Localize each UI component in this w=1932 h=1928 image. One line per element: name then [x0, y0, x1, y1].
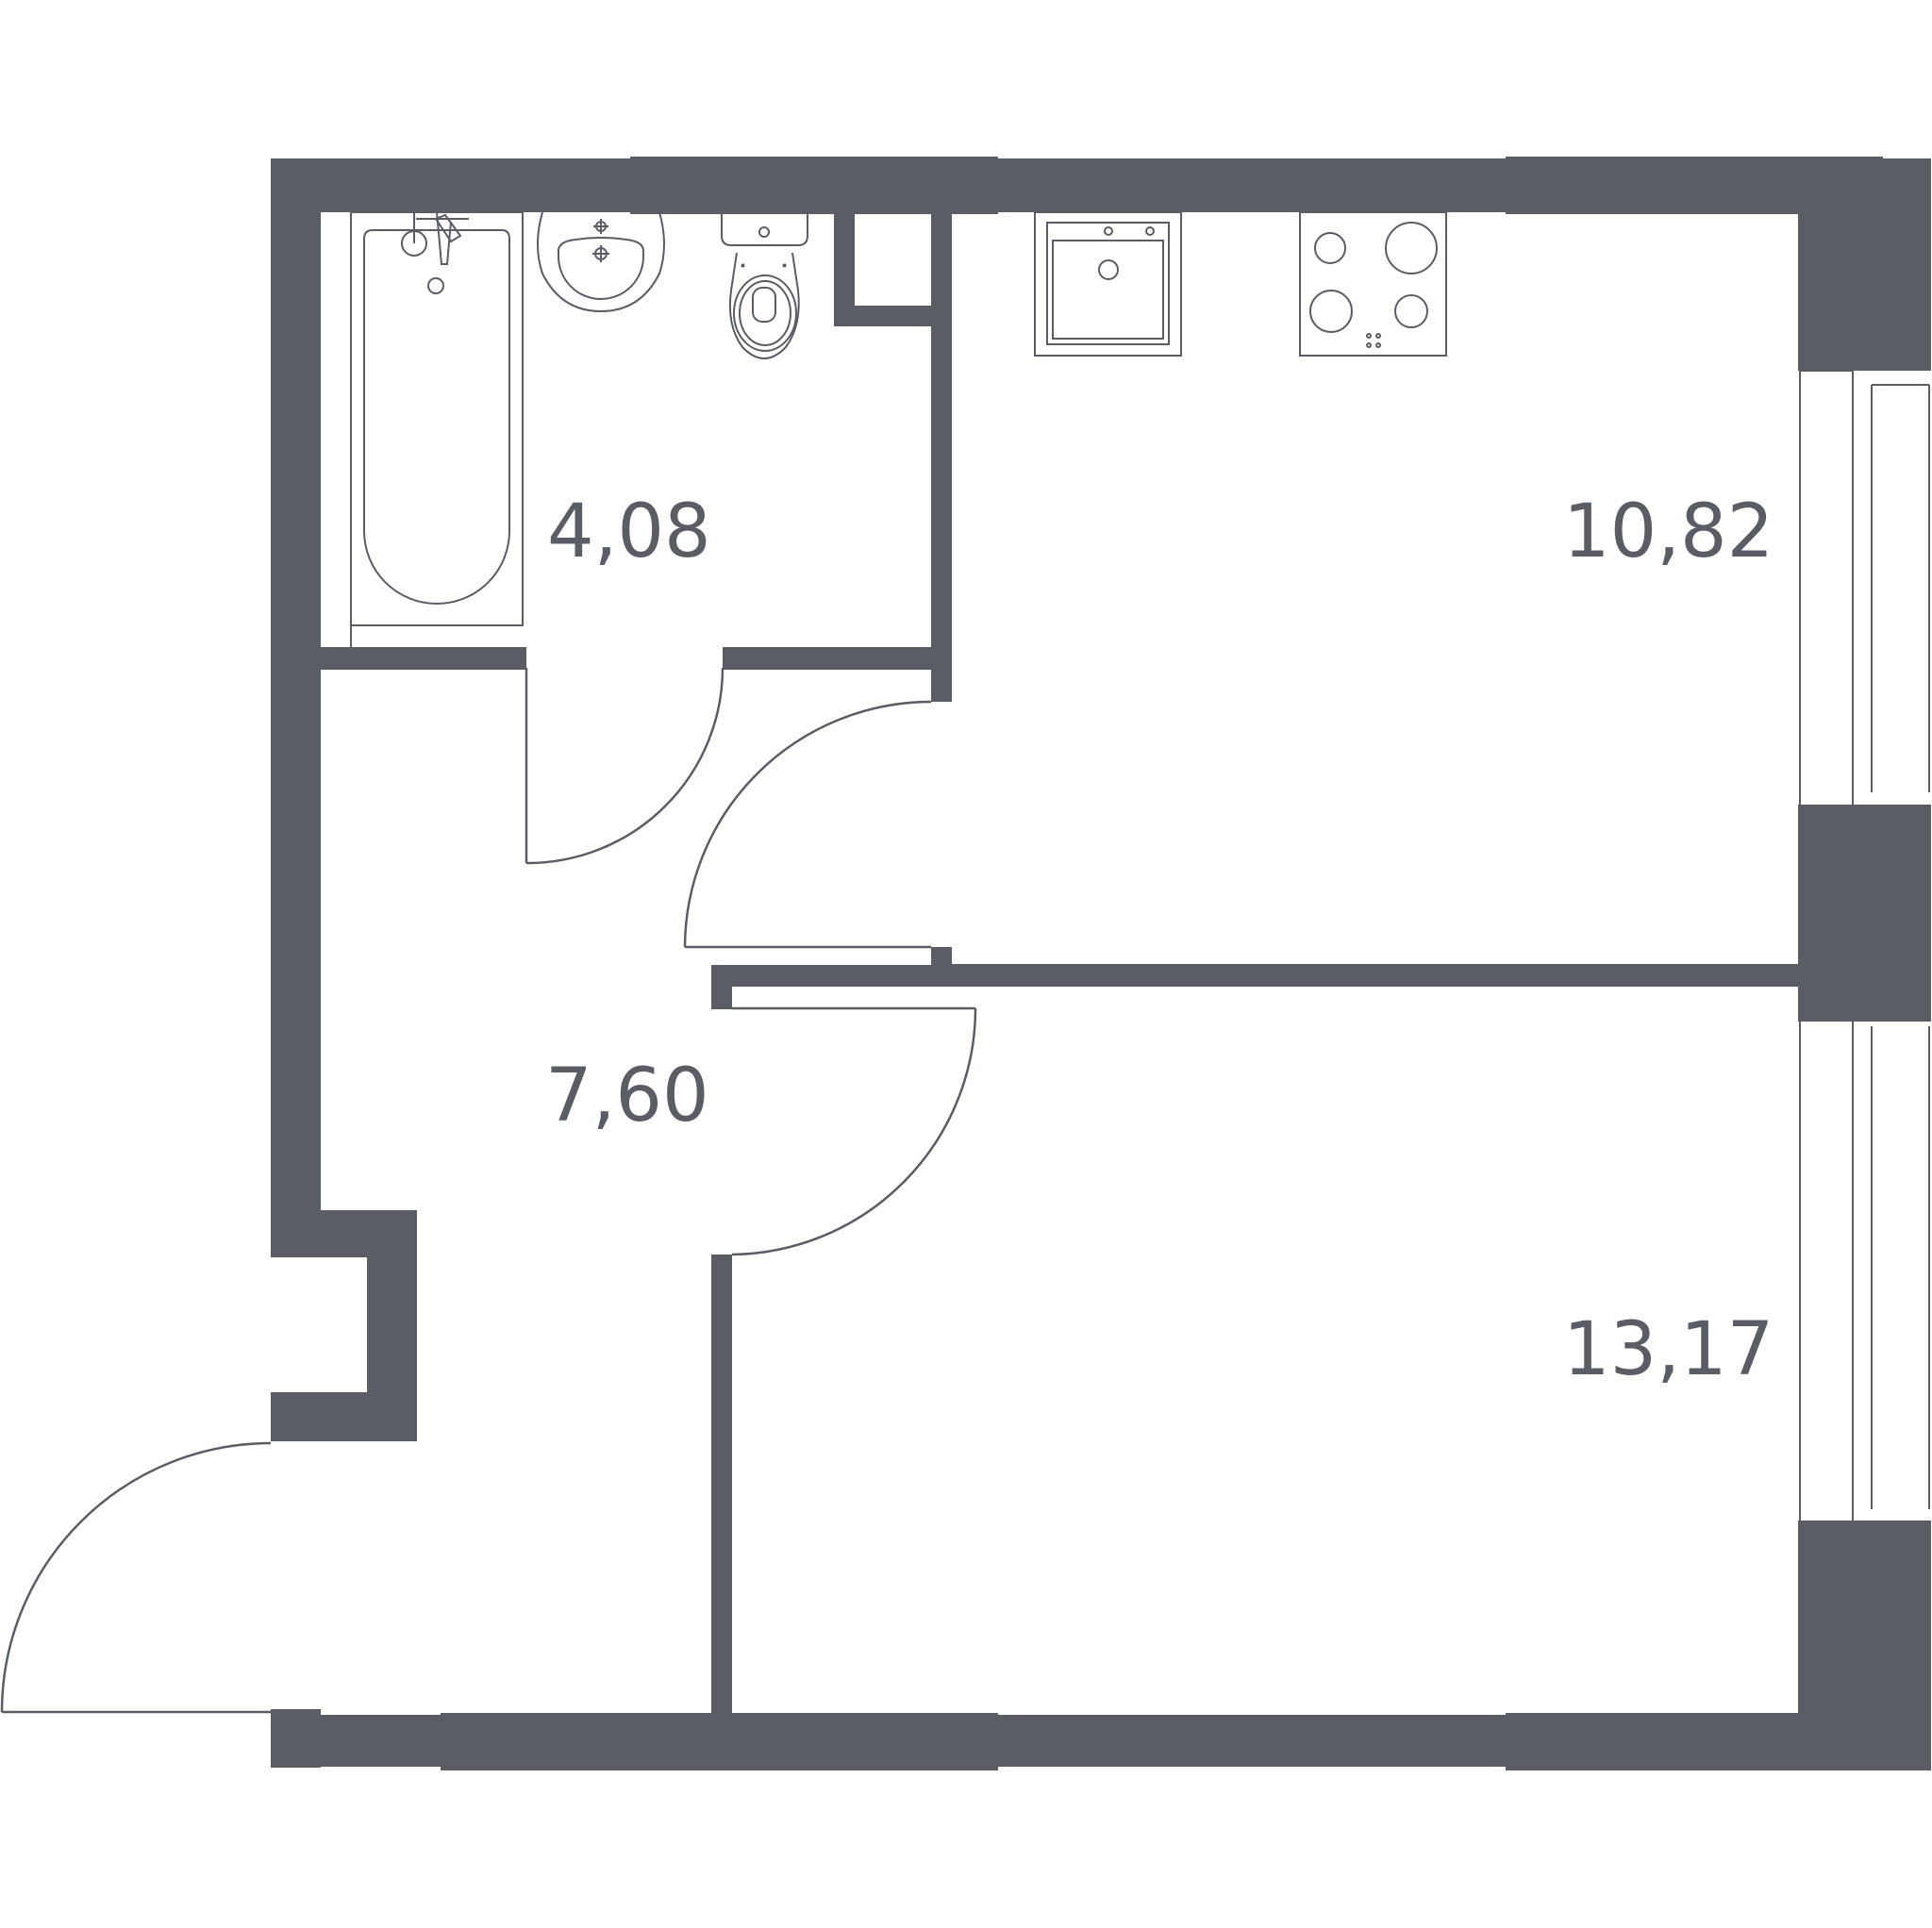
area-label-hallway: 7,60: [545, 1054, 709, 1139]
windows: [1799, 370, 1930, 1521]
wall-bath-kitchen-stub: [931, 947, 952, 966]
wall-bottom-thick-a: [441, 1713, 998, 1770]
door-entrance: [0, 1441, 272, 1714]
wall-shaft-left: [834, 212, 855, 326]
wall-bath-bottom-right: [723, 647, 931, 670]
area-label-bedroom: 13,17: [1563, 1307, 1774, 1392]
room-outlines: [350, 212, 1798, 987]
door-kitchen: [683, 700, 932, 949]
window-bedroom: [1799, 1022, 1930, 1521]
kitchen-sink-icon: [1034, 211, 1182, 357]
toilet-icon: [721, 212, 808, 359]
wall-left: [271, 158, 321, 1257]
wall-kitchen-bedroom: [711, 965, 1798, 986]
walls: [271, 157, 1931, 1770]
wall-corridor-stub: [711, 965, 732, 1009]
area-labels: 4,08 10,82 7,60 13,17: [545, 490, 1774, 1392]
wall-entrance-stub: [271, 1392, 417, 1441]
wall-hall-bedroom: [711, 1255, 732, 1717]
window-kitchen: [1799, 370, 1930, 805]
wall-right-top: [1798, 158, 1931, 371]
door-bedroom: [731, 1006, 977, 1256]
wall-bath-bottom-left: [321, 647, 526, 670]
area-label-bathroom: 4,08: [547, 490, 711, 574]
bathtub-icon: [350, 211, 524, 626]
wall-top-thick-a: [630, 157, 998, 214]
wall-bath-kitchen: [931, 212, 952, 702]
wall-right-pier-bottom: [1798, 1521, 1931, 1770]
cooktop-icon: [1299, 211, 1447, 357]
door-bathroom: [525, 667, 724, 865]
washbasin-icon: [537, 211, 665, 313]
doors: [0, 667, 977, 1714]
wall-right-pier-middle: [1798, 805, 1931, 1022]
area-label-kitchen: 10,82: [1563, 490, 1774, 574]
wall-shaft-bottom: [834, 306, 952, 326]
